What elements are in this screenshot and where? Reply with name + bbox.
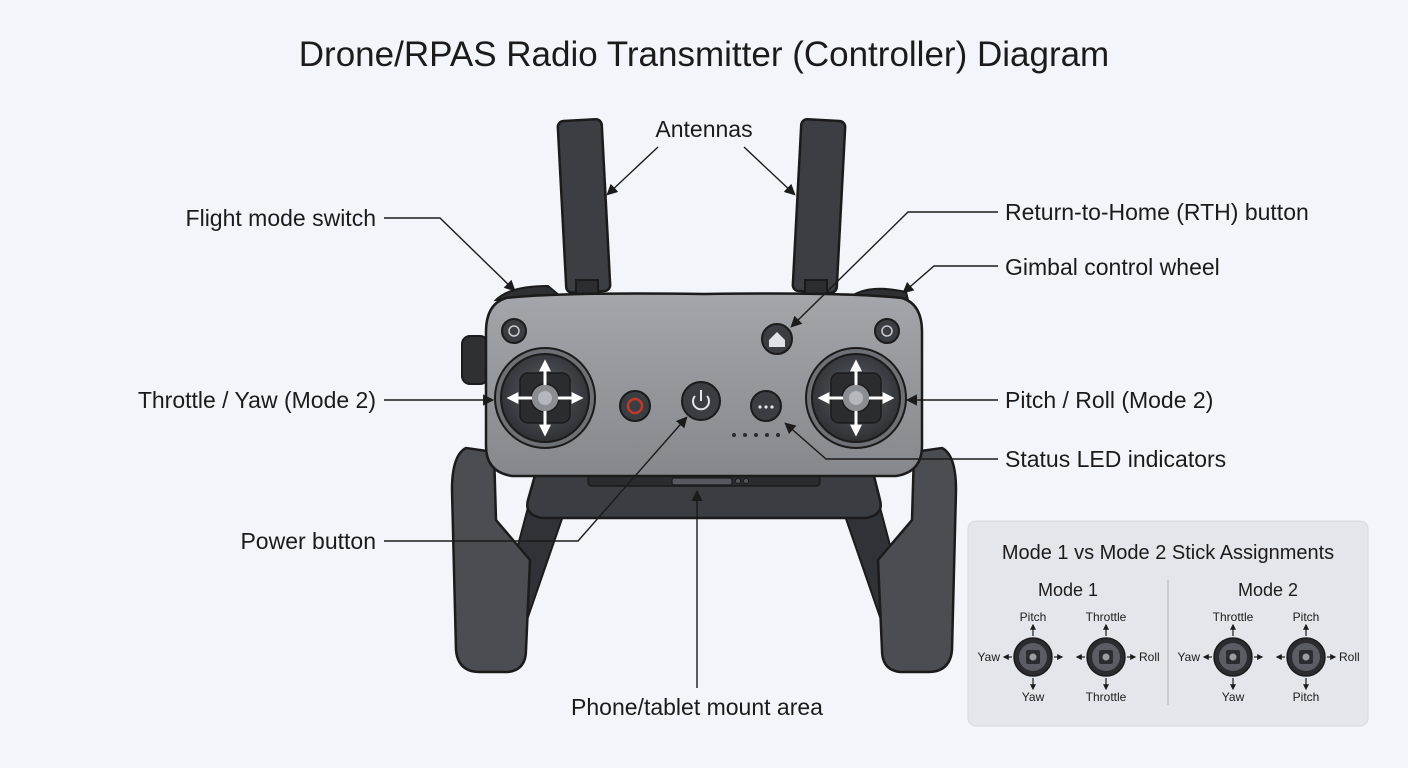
callout-power-button: Power button [240, 528, 376, 554]
mode1-right-stick: Throttle Throttle Roll [1075, 610, 1160, 704]
home-icon [769, 332, 785, 347]
right-stick [805, 347, 907, 449]
mount-slot [671, 477, 733, 486]
rth-button [761, 323, 793, 355]
callout-gimbal-wheel: Gimbal control wheel [1005, 254, 1220, 280]
stick-label-left: Yaw [1178, 650, 1201, 664]
grip-left [450, 446, 567, 674]
power-button [681, 381, 721, 421]
stick-label-bottom: Throttle [1086, 690, 1127, 704]
stick-label-left: Yaw [978, 650, 1001, 664]
stick-label-bottom: Yaw [1222, 690, 1245, 704]
function-button [750, 390, 782, 422]
flight-mode-switch [461, 335, 489, 385]
panel-title: Mode 1 vs Mode 2 Stick Assignments [1002, 542, 1334, 564]
mode1-label: Mode 1 [1038, 580, 1098, 600]
callout-antennas: Antennas [655, 116, 752, 142]
antenna-right [791, 118, 847, 301]
stick-label-top: Pitch [1020, 610, 1047, 624]
stick-label-bottom: Pitch [1293, 690, 1320, 704]
power-icon [692, 390, 710, 411]
diagram-title: Drone/RPAS Radio Transmitter (Controller… [299, 35, 1109, 74]
callout-mount-area: Phone/tablet mount area [571, 694, 823, 720]
left-stick [494, 347, 596, 449]
stick-label-bottom: Yaw [1022, 690, 1045, 704]
callout-left-stick: Throttle / Yaw (Mode 2) [138, 387, 376, 413]
stick-label-right: Roll [1339, 650, 1360, 664]
stick-label-top: Pitch [1293, 610, 1320, 624]
mode-panel: Mode 1 vs Mode 2 Stick Assignments Mode … [967, 520, 1369, 727]
mode2-right-stick: Pitch Pitch Roll [1275, 610, 1360, 704]
mode1-left-stick: Pitch Yaw Yaw [978, 610, 1064, 704]
callout-right-stick: Pitch / Roll (Mode 2) [1005, 387, 1213, 413]
mode2-label: Mode 2 [1238, 580, 1298, 600]
pause-button [619, 390, 651, 422]
callout-flight-mode-switch: Flight mode switch [186, 205, 376, 231]
callout-rth-button: Return-to-Home (RTH) button [1005, 199, 1309, 225]
mode2-left-stick: Throttle Yaw Yaw [1178, 610, 1264, 704]
antenna-left [556, 118, 612, 301]
callout-status-leds: Status LED indicators [1005, 446, 1226, 472]
stick-label-right: Roll [1139, 650, 1160, 664]
stick-label-top: Throttle [1086, 610, 1127, 624]
stick-label-top: Throttle [1213, 610, 1254, 624]
status-leds [732, 433, 780, 437]
controller [450, 118, 958, 674]
